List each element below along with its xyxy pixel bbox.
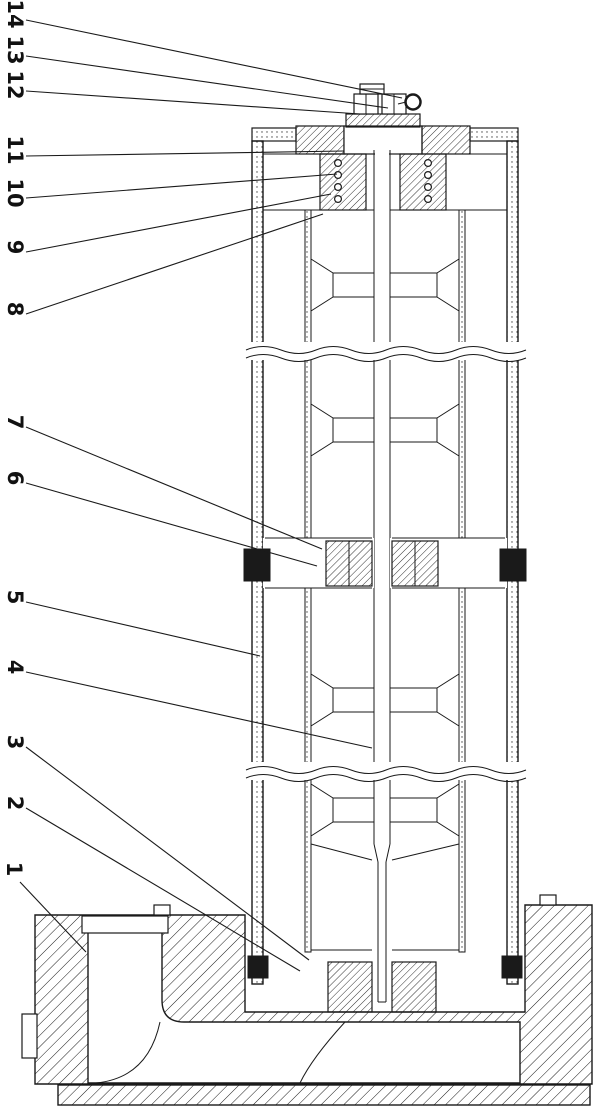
- rod-taper: [373, 843, 379, 863]
- bore-intersection-arc-right: [299, 1021, 346, 1084]
- cell-joint: [310, 258, 334, 312]
- callout-label-4: 4: [3, 660, 27, 675]
- leader-line-5: [25, 601, 261, 657]
- cell-stack: [310, 258, 460, 861]
- cap-plate-left: [295, 125, 345, 155]
- leader-line-10: [25, 173, 338, 199]
- cap-plate-center: [343, 125, 423, 155]
- leader-line-3: [25, 746, 310, 961]
- central-rod: [373, 150, 391, 863]
- coupling-clamp-right: [499, 548, 527, 582]
- cell-joint: [436, 673, 460, 727]
- coupling-clamp-left: [243, 548, 271, 582]
- base-keyway: [21, 1013, 38, 1059]
- gland-flange: [345, 113, 421, 128]
- cell-joint: [436, 258, 460, 312]
- cap-plug-left: [319, 153, 367, 211]
- cell-joint: [436, 783, 460, 837]
- leader-line-12: [25, 90, 361, 115]
- bore-intersection-arc-left: [95, 1021, 161, 1084]
- leader-line-14: [25, 19, 403, 99]
- vertical-bore-counterbore: [81, 915, 169, 934]
- callout-labels: 1 2 3 4 5 6 7 8 9 10 11 12 13 14: [2, 0, 27, 876]
- machine-base: [21, 894, 593, 1106]
- leader-line-4: [25, 671, 373, 749]
- callout-label-6: 6: [3, 471, 27, 486]
- spring-left: [334, 159, 343, 204]
- callout-label-9: 9: [3, 240, 27, 255]
- callout-label-13: 13: [3, 35, 27, 64]
- top-cap-assembly: [263, 125, 507, 211]
- break-line-upper: [245, 342, 527, 362]
- eyelet-ring: [404, 93, 422, 111]
- bottom-coupling: [247, 862, 523, 1013]
- rod-body: [375, 150, 389, 844]
- base-cross-section: [34, 904, 593, 1085]
- cell-bottom-taper-left: [310, 843, 373, 861]
- callout-label-1: 1: [2, 862, 26, 877]
- callout-label-2: 2: [3, 796, 27, 811]
- leader-line-7: [25, 426, 323, 550]
- leader-line-13: [25, 55, 389, 109]
- callout-label-10: 10: [3, 178, 27, 207]
- callout-label-12: 12: [3, 70, 27, 99]
- bottom-block-left: [327, 961, 373, 1013]
- top-valve-fitting: [345, 83, 422, 128]
- callout-label-3: 3: [3, 735, 27, 750]
- cell-joint: [436, 403, 460, 457]
- callout-label-5: 5: [3, 590, 27, 605]
- middle-coupling: [243, 537, 527, 589]
- callout-label-14: 14: [3, 0, 27, 29]
- break-line-lower: [245, 762, 527, 782]
- leader-line-9: [25, 193, 332, 253]
- outer-tube-rim-right: [469, 127, 519, 142]
- callout-label-8: 8: [3, 302, 27, 317]
- cell-joint: [310, 673, 334, 727]
- callout-label-11: 11: [3, 135, 27, 164]
- leader-line-2: [25, 807, 301, 972]
- bottom-block-right: [391, 961, 437, 1013]
- base-boss-right: [539, 894, 557, 906]
- cap-plate-right: [421, 125, 471, 155]
- leader-lines: [19, 19, 403, 972]
- base-bottom-plate: [57, 1084, 591, 1106]
- cell-bottom-taper-right: [391, 843, 460, 861]
- base-boss-left: [153, 904, 171, 916]
- leader-line-11: [25, 150, 345, 157]
- outer-tube-rim-left: [251, 127, 297, 142]
- bottom-clamp-right: [501, 955, 523, 979]
- bottom-clamp-left: [247, 955, 269, 979]
- spring-right: [424, 159, 433, 204]
- rod-lower-stem: [379, 862, 385, 1002]
- leader-line-1: [19, 881, 87, 953]
- callout-label-7: 7: [3, 415, 27, 430]
- rod-taper: [385, 843, 391, 863]
- cell-joint: [310, 403, 334, 457]
- leader-line-6: [25, 482, 318, 567]
- leader-line-8: [25, 213, 324, 315]
- cap-plug-right: [399, 153, 447, 211]
- cell-joint: [310, 783, 334, 837]
